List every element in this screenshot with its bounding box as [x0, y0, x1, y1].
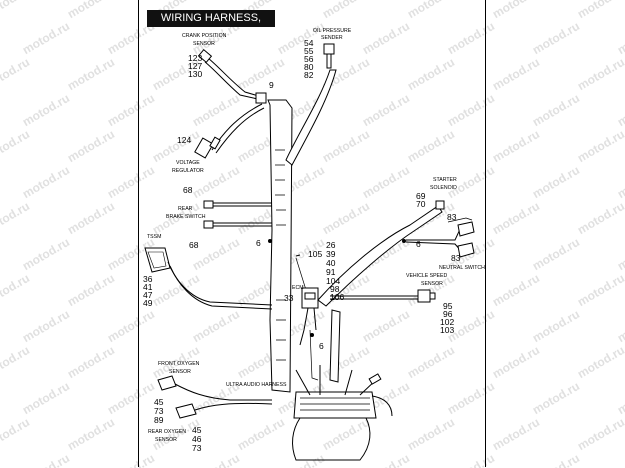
engine-connector-assembly: [292, 365, 393, 461]
front-o2-label-2: SENSOR: [169, 369, 191, 375]
ecm-num-33: 33: [284, 293, 294, 303]
starter-num-1: 69: [416, 191, 426, 201]
oxygen-sensors: [157, 375, 273, 419]
fastener-6-left: [268, 239, 272, 243]
rear-brake-num-bottom: 68: [189, 240, 199, 250]
starter-solenoid-label-2: SOLENOID: [430, 185, 457, 191]
tssm-num-2: 41: [143, 282, 153, 292]
oil-sender-label-2: SENDER: [321, 35, 343, 41]
callout-6-left: 6: [256, 238, 261, 248]
rear-brake-switch: [203, 200, 272, 229]
crank-sensor-label-1: CRANK POSITION: [182, 33, 227, 39]
crank-position-sensor: [197, 49, 267, 104]
rear-brake-label-2: BRAKE SWITCH: [166, 214, 206, 220]
center-num-2: 39: [326, 249, 336, 259]
main-harness-trunk: [267, 69, 337, 393]
oil-sender-num-4: 80: [304, 62, 314, 72]
rear-o2-num-2: 46: [192, 434, 202, 444]
voltage-regulator-num: 124: [177, 135, 191, 145]
vss-num-1: 95: [443, 301, 453, 311]
crank-sensor-num-2: 127: [188, 61, 202, 71]
right-harness-arm: [317, 200, 463, 307]
ecm-right-num-2: 106: [330, 292, 344, 302]
front-o2-num-2: 73: [154, 406, 164, 416]
neutral-switch: [447, 217, 475, 258]
crank-sensor-num-1: 123: [188, 53, 202, 63]
ecm-num-6: 6: [319, 341, 324, 351]
vss-num-2: 96: [443, 309, 453, 319]
vehicle-speed-sensor: [330, 289, 436, 303]
tssm-num-3: 47: [143, 290, 153, 300]
oil-pressure-sender: [323, 43, 335, 69]
tssm-num-4: 49: [143, 298, 153, 308]
ecm-label: ECM: [292, 285, 304, 291]
diagram-title: WIRING HARNESS, MAIN: [147, 10, 275, 41]
neutral-switch-label: NEUTRAL SWITCH: [439, 265, 485, 271]
neutral-num-bottom: 83: [451, 253, 461, 263]
rear-brake-num-top: 68: [183, 185, 193, 195]
front-o2-label-1: FRONT OXYGEN: [158, 361, 200, 367]
vss-label-2: SENSOR: [421, 281, 443, 287]
voltage-regulator-label-1: VOLTAGE: [176, 160, 200, 166]
rear-o2-label-1: REAR OXYGEN: [148, 429, 186, 435]
center-num-1: 26: [326, 240, 336, 250]
front-o2-num-1: 45: [154, 397, 164, 407]
center-harness: [295, 254, 341, 383]
oil-sender-label-1: OIL PRESSURE: [313, 28, 352, 34]
rear-brake-label-1: REAR: [178, 206, 193, 212]
neutral-num-top: 83: [447, 212, 457, 222]
ecm-module: [295, 257, 319, 346]
callout-9: 9: [269, 80, 274, 90]
center-num-3: 40: [326, 258, 336, 268]
ultra-audio-harness-label: ULTRA AUDIO HARNESS: [226, 382, 287, 388]
center-num-4: 91: [326, 267, 336, 277]
tssm-module: [144, 247, 273, 310]
tssm-num-1: 36: [143, 274, 153, 284]
voltage-regulator: [194, 103, 265, 159]
fastener-6-ecm: [310, 333, 314, 337]
oil-sender-num-1: 54: [304, 38, 314, 48]
callout-6-right: 6: [416, 239, 421, 249]
starter-solenoid-label-1: STARTER: [433, 177, 457, 183]
callout-105: 105: [308, 249, 322, 259]
vss-label-1: VEHICLE SPEED: [406, 273, 447, 279]
voltage-regulator-label-2: REGULATOR: [172, 168, 204, 174]
oil-sender-num-3: 56: [304, 54, 314, 64]
tssm-label: TSSM: [147, 234, 161, 240]
rear-o2-num-1: 45: [192, 425, 202, 435]
crank-sensor-num-3: 130: [188, 69, 202, 79]
crank-sensor-label-2: SENSOR: [193, 41, 215, 47]
starter-num-2: 70: [416, 199, 426, 209]
oil-sender-num-5: 82: [304, 70, 314, 80]
oil-sender-num-2: 55: [304, 46, 314, 56]
vss-num-4: 103: [440, 325, 454, 335]
rear-o2-num-3: 73: [192, 443, 202, 453]
center-num-5: 104: [326, 276, 340, 286]
rear-o2-label-2: SENSOR: [155, 437, 177, 443]
front-o2-num-3: 89: [154, 415, 164, 425]
vss-num-3: 102: [440, 317, 454, 327]
diagram-frame: [138, 0, 486, 467]
ecm-right-num-1: 98: [330, 284, 340, 294]
